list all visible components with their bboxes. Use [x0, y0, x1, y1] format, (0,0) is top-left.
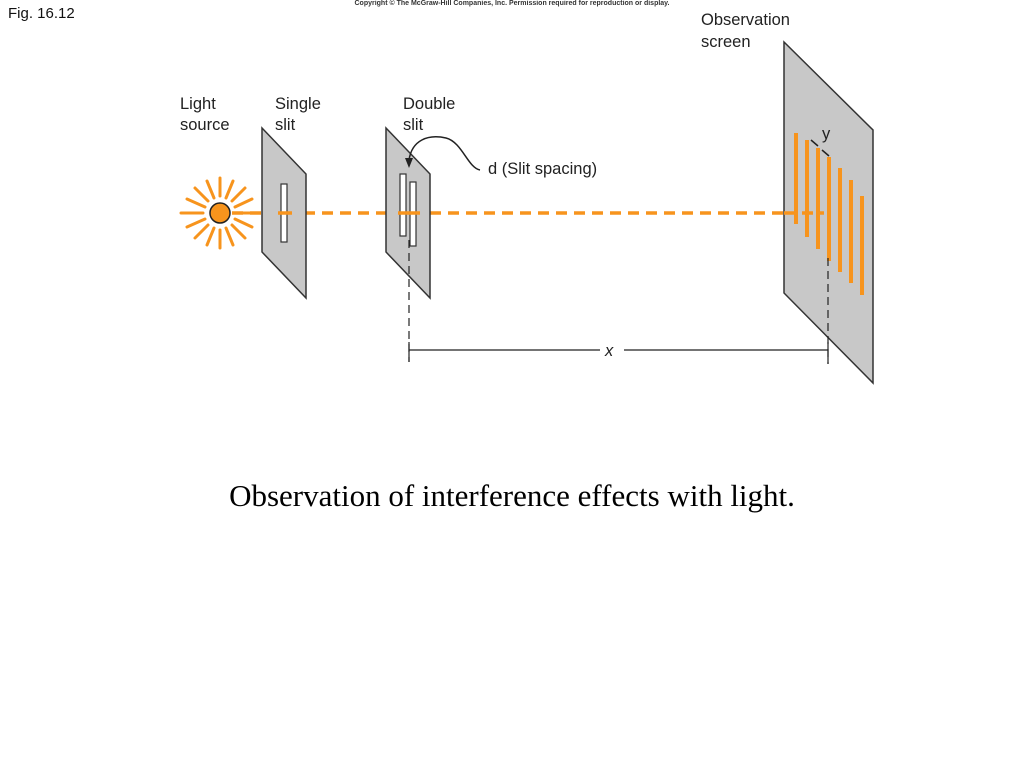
fringe-spacing-marker	[810, 139, 830, 157]
label-observation-screen: Observation screen	[701, 11, 795, 51]
interference-fringes	[794, 133, 864, 295]
label-light-source: Light source	[180, 95, 230, 134]
light-source-icon	[179, 176, 258, 250]
label-single-slit: Single slit	[275, 95, 325, 134]
label-fringe-spacing: y	[822, 125, 831, 143]
figure-caption: Observation of interference effects with…	[229, 478, 795, 513]
label-distance: x	[604, 342, 614, 360]
slit-spacing-pointer	[405, 136, 481, 171]
copyright-notice: Copyright © The McGraw-Hill Companies, I…	[354, 0, 670, 7]
figure-number: Fig. 16.12	[8, 5, 75, 22]
label-slit-spacing: d (Slit spacing)	[488, 160, 597, 178]
distance-dimension	[408, 240, 829, 364]
label-double-slit: Double slit	[403, 95, 460, 134]
